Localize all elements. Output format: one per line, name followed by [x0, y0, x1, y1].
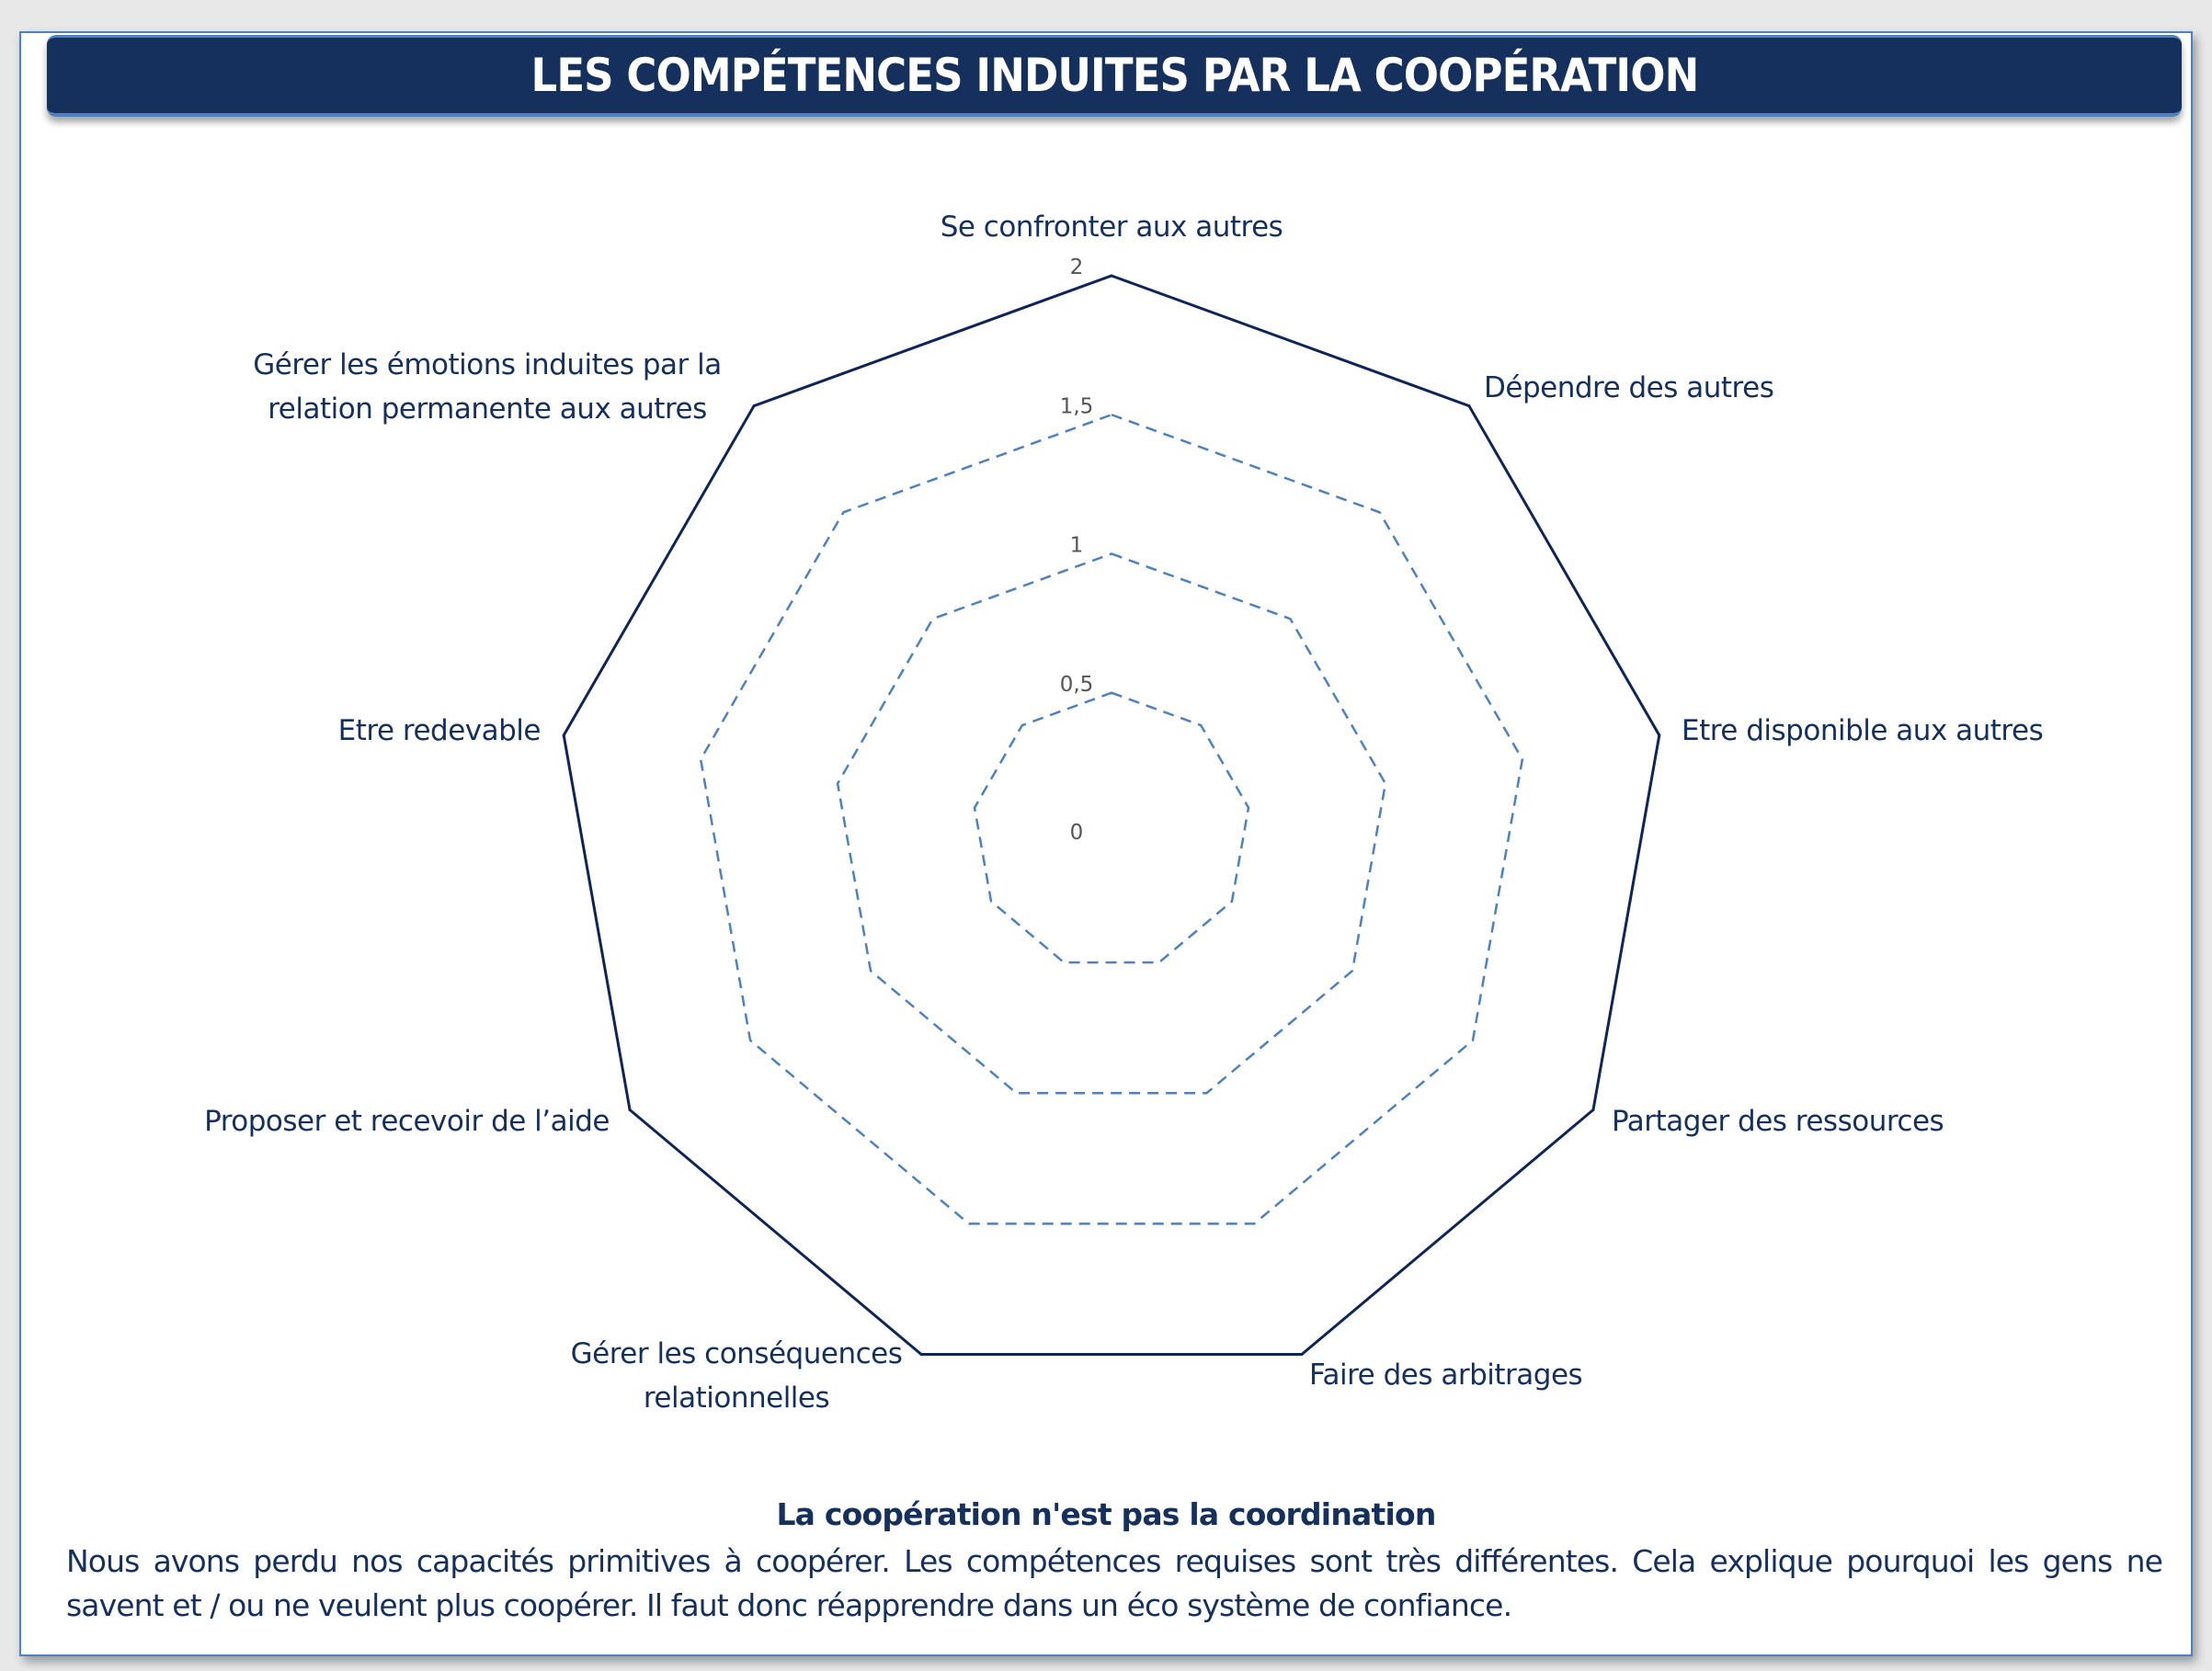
- gridline-ring: [973, 691, 1250, 964]
- axis-label: Se confronter aux autres: [940, 210, 1283, 244]
- axis-label: Etre redevable: [337, 714, 542, 747]
- chart-title: LES COMPÉTENCES INDUITES PAR LA COOPÉRAT…: [530, 49, 1699, 102]
- axis-label: Gérer les émotions induites par la relat…: [253, 348, 722, 426]
- data-point: [1300, 1353, 1304, 1357]
- data-point: [919, 1353, 923, 1357]
- series-line: [562, 274, 1661, 1357]
- data-point: [1110, 274, 1113, 278]
- data-point: [1658, 733, 1661, 737]
- title-banner: LES COMPÉTENCES INDUITES PAR LA COOPÉRAT…: [47, 35, 2182, 117]
- gridline-ring: [836, 552, 1387, 1095]
- axis-label: Gérer les conséquences relationnelles: [570, 1337, 903, 1415]
- data-point: [562, 733, 565, 737]
- axis-label: Dépendre des autres: [1484, 371, 1774, 404]
- data-point: [628, 1108, 632, 1111]
- slide-frame: [19, 31, 2193, 1656]
- tick-label: 1,5: [1060, 394, 1094, 418]
- axis-label: Proposer et recevoir de l’aide: [204, 1105, 610, 1138]
- tick-label: 1: [1070, 534, 1084, 558]
- footer-text: Nous avons perdu nos capacités primitive…: [66, 1543, 2163, 1623]
- data-point: [752, 404, 756, 408]
- tick-label: 0: [1070, 821, 1084, 845]
- axis-label: Faire des arbitrages: [1309, 1358, 1583, 1392]
- axis-label: Etre disponible aux autres: [1682, 714, 2044, 747]
- footer-subtitle: La coopération n'est pas la coordination: [776, 1496, 1436, 1532]
- data-point: [1591, 1108, 1595, 1111]
- tick-label: 2: [1070, 256, 1084, 279]
- gridline-ring: [699, 413, 1524, 1225]
- tick-label: 0,5: [1060, 673, 1094, 697]
- data-point: [1467, 404, 1471, 408]
- axis-label: Partager des ressources: [1612, 1105, 1944, 1138]
